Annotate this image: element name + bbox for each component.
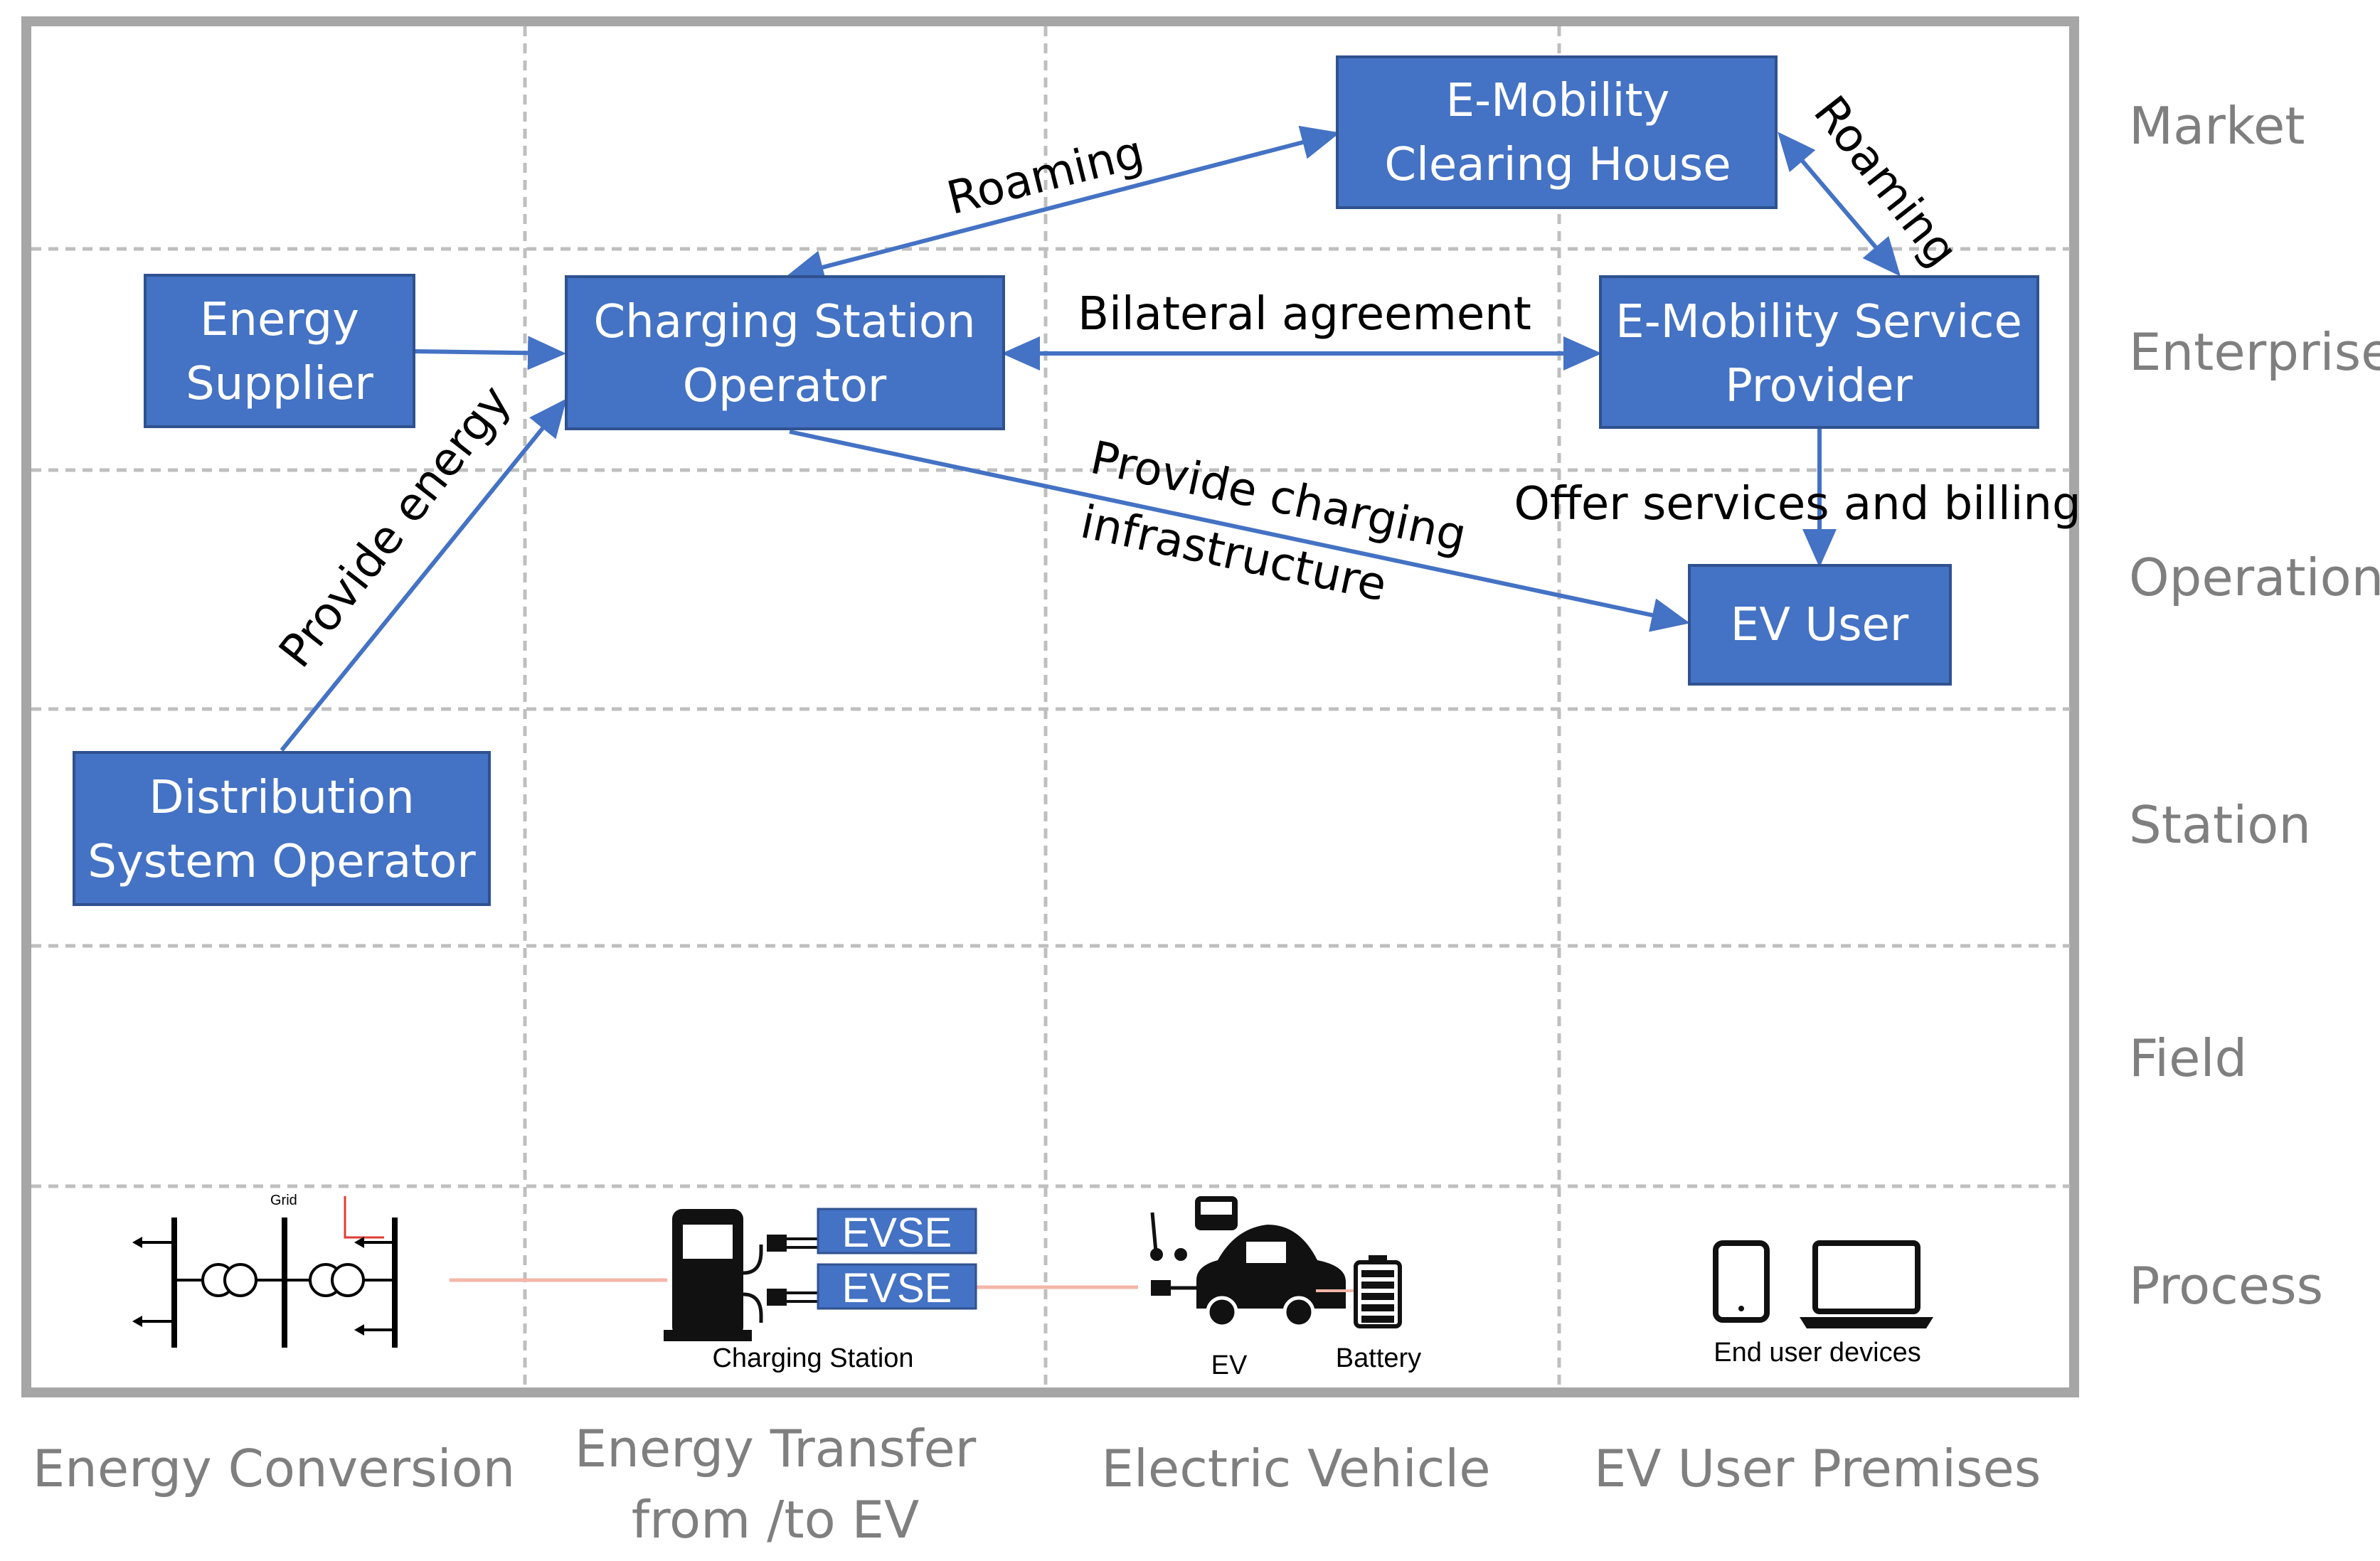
battery-label: Battery (1336, 1343, 1421, 1373)
bilateral-label: Bilateral agreement (1078, 288, 1531, 341)
actor-emobility-service-provider: E-Mobility Service Provider (1599, 275, 2039, 429)
provide-energy-arrow (280, 398, 567, 752)
evse-1: EVSE (817, 1208, 977, 1256)
domain-label-energy-transfer-2: from /to EV (632, 1490, 920, 1550)
zone-label-field: Field (2129, 1028, 2247, 1088)
svg-text:Provider: Provider (1725, 360, 1913, 412)
battery-icon: Battery (1336, 1255, 1421, 1373)
roaming-arrow-left (785, 125, 1340, 284)
grid-schematic: Grid (101, 1193, 450, 1386)
svg-text:Supplier: Supplier (186, 358, 373, 410)
svg-text:Energy: Energy (200, 294, 359, 346)
domain-label-energy-conversion: Energy Conversion (33, 1439, 516, 1498)
offer-services-label: Offer services and billing (1514, 478, 2081, 531)
svg-text:Distribution: Distribution (149, 772, 414, 824)
supply-arrow (413, 336, 566, 371)
ev-label: EV (1211, 1350, 1248, 1380)
svg-text:E-Mobility: E-Mobility (1446, 75, 1670, 127)
domain-label-energy-transfer-1: Energy Transfer (575, 1419, 977, 1479)
roaming-arrow-right (1778, 132, 1901, 277)
zone-label-process: Process (2129, 1256, 2323, 1316)
zone-label-market: Market (2129, 96, 2305, 156)
svg-text:EVSE: EVSE (842, 1265, 952, 1311)
actor-energy-supplier: Energy Supplier (144, 274, 415, 428)
actor-charging-station-operator: Charging Station Operator (565, 275, 1005, 430)
end-user-devices-label: End user devices (1714, 1338, 1921, 1368)
charging-station-label: Charging Station (712, 1343, 913, 1373)
evse-2: EVSE (817, 1263, 977, 1311)
domain-label-electric-vehicle: Electric Vehicle (1101, 1439, 1490, 1498)
svg-text:EV User: EV User (1731, 599, 1909, 651)
actor-distribution-system-operator: Distribution System Operator (73, 751, 491, 906)
diagram-frame (21, 16, 2079, 1397)
svg-text:Operator: Operator (683, 360, 887, 412)
svg-text:Clearing House: Clearing House (1384, 139, 1731, 191)
actor-clearing-house: E-Mobility Clearing House (1336, 55, 1778, 209)
svg-text:E-Mobility Service: E-Mobility Service (1615, 296, 2022, 348)
zone-label-enterprise: Enterprise (2129, 322, 2380, 382)
actor-ev-user: EV User (1688, 564, 1952, 686)
domain-label-ev-user-premises: EV User Premises (1594, 1439, 2041, 1498)
grid-label: Grid (270, 1193, 297, 1208)
svg-text:System Operator: System Operator (87, 836, 476, 888)
end-user-devices-icon: End user devices (1640, 1189, 1953, 1368)
svg-text:Charging Station: Charging Station (593, 296, 975, 348)
svg-text:EVSE: EVSE (842, 1210, 952, 1256)
zone-label-operation: Operation (2129, 548, 2380, 607)
provide-charging-arrow (789, 430, 1690, 632)
zone-label-station: Station (2129, 795, 2311, 855)
ev-icon: EV (1138, 1193, 1426, 1380)
